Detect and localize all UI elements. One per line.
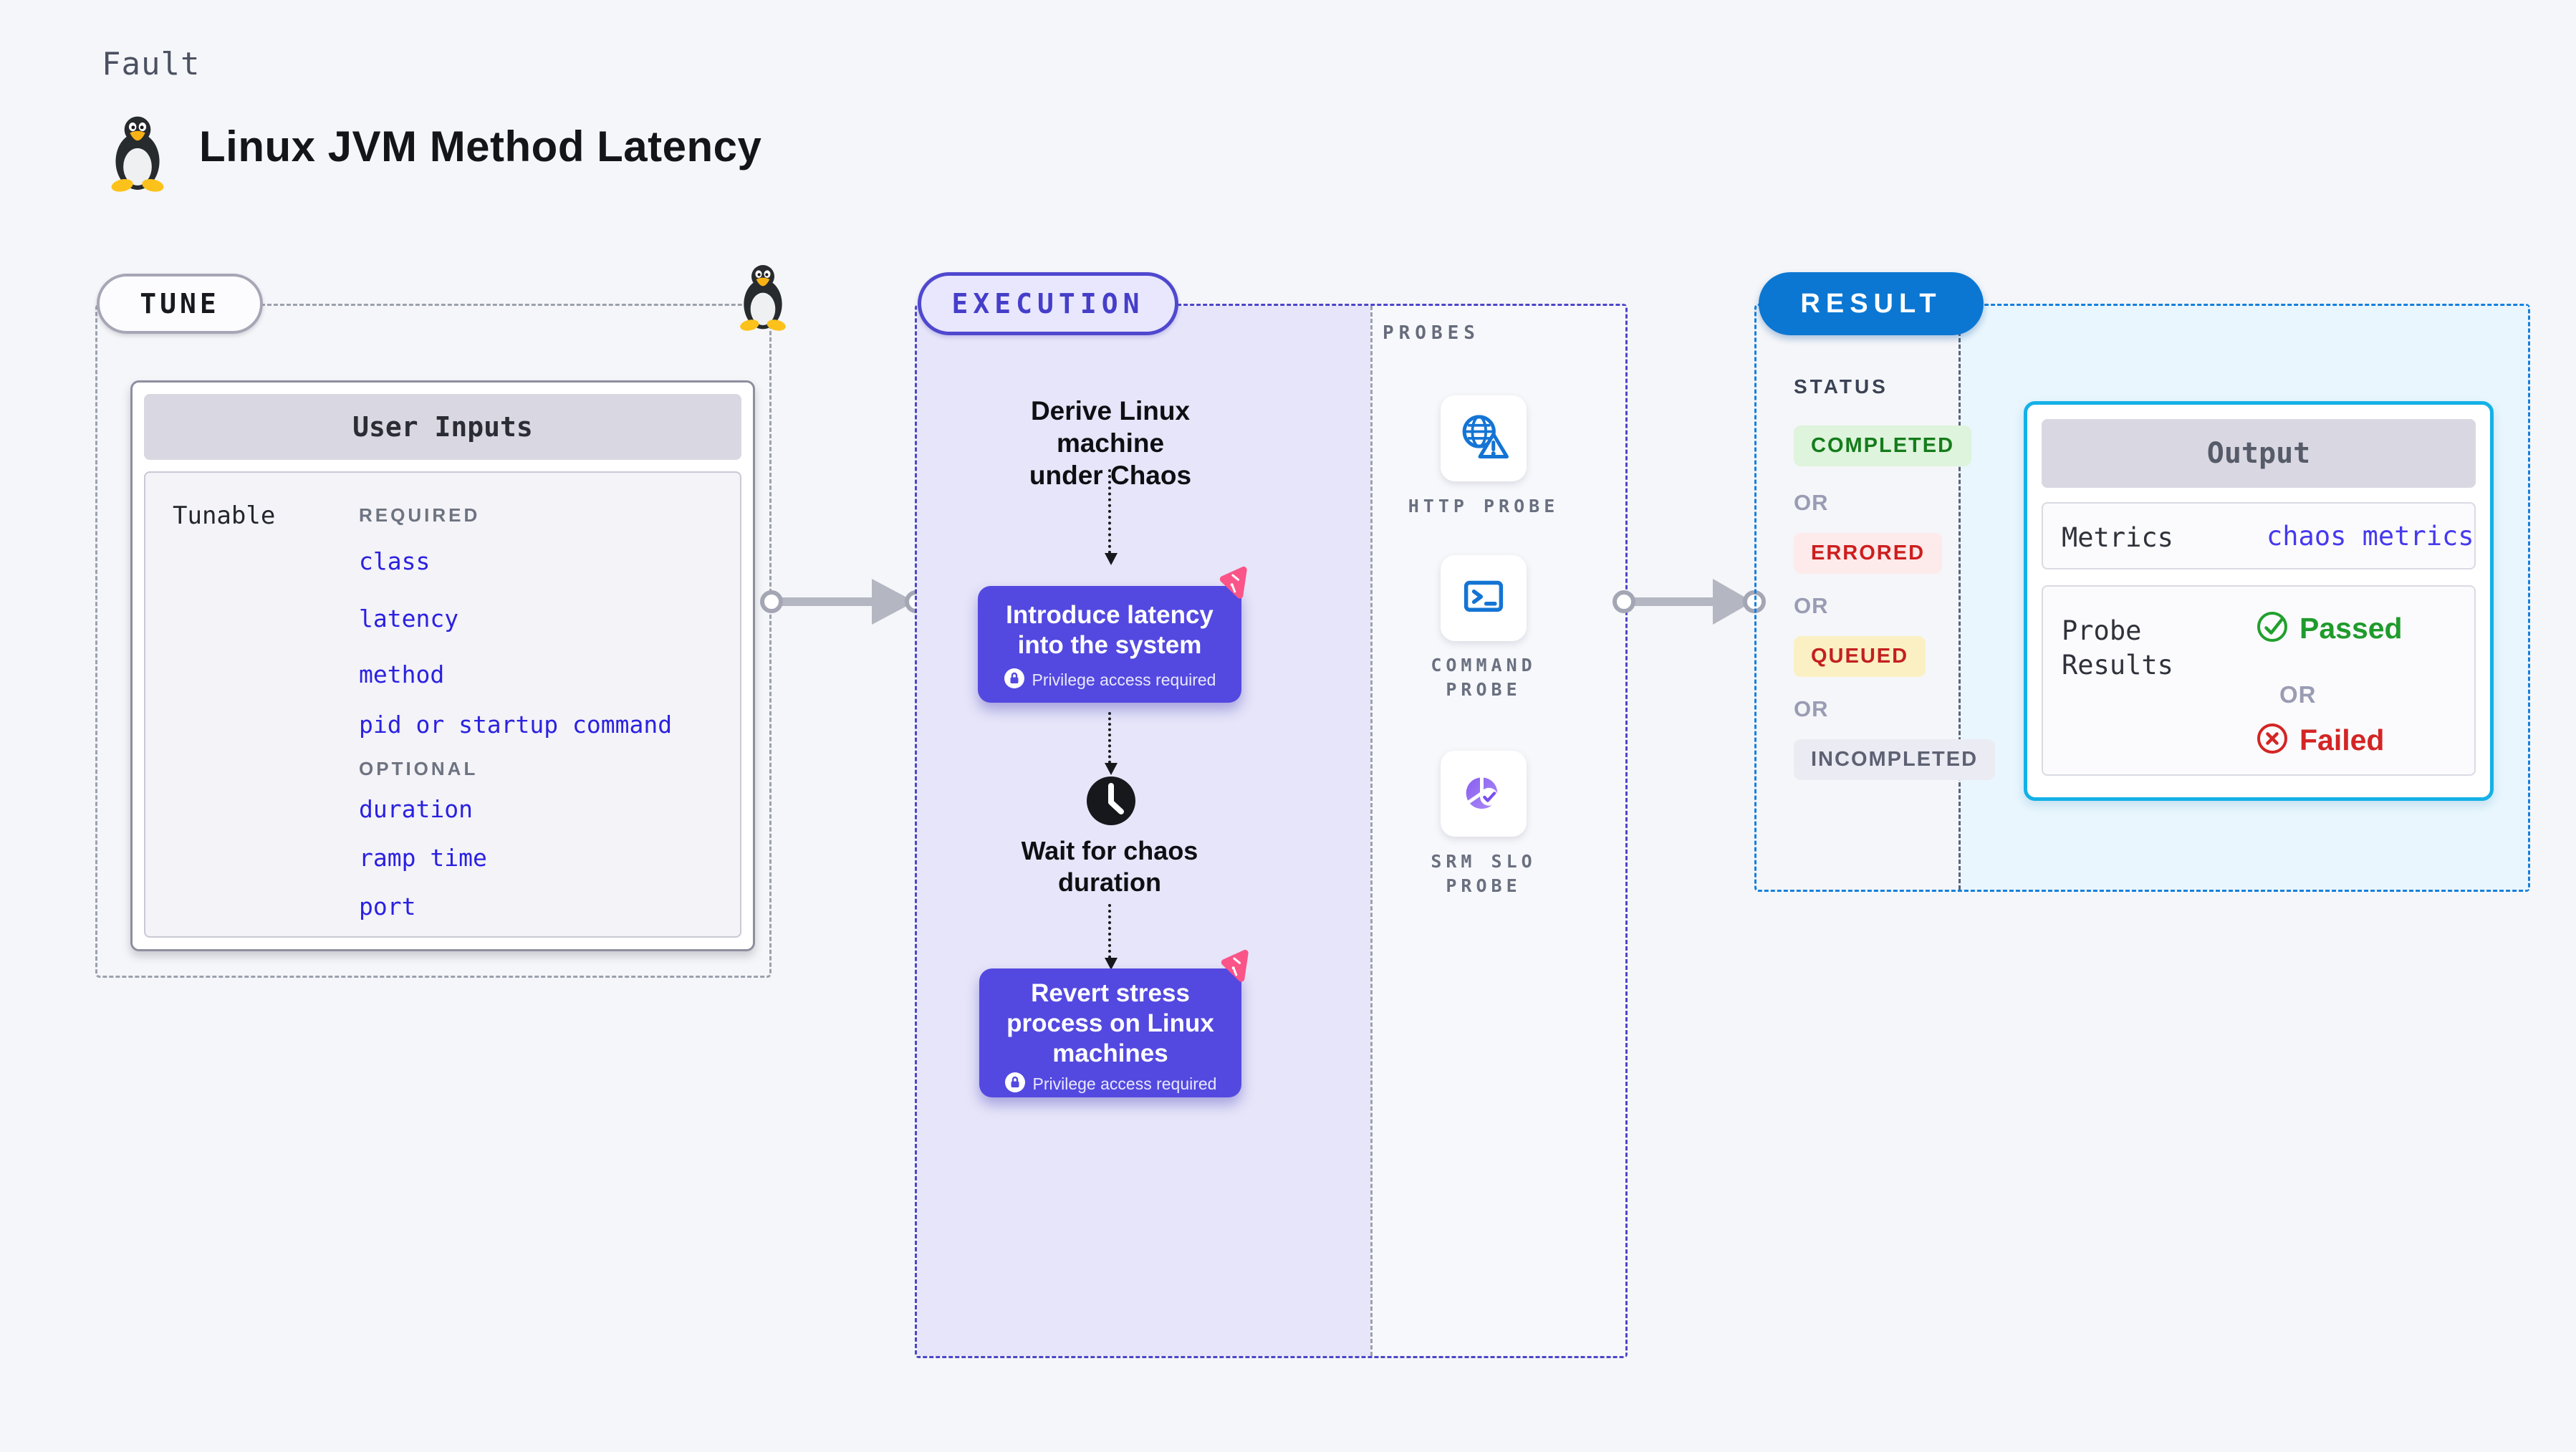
action2-line1: Revert stress xyxy=(1031,979,1190,1007)
litmus-chaos-icon xyxy=(1218,948,1252,988)
status-badge-queued: QUEUED xyxy=(1794,636,1926,677)
user-inputs-body: Tunable REQUIRED class latency method pi… xyxy=(144,471,741,938)
http-probe-label: HTTP PROBE xyxy=(1390,494,1577,519)
probe-label-line: PROBE xyxy=(1446,875,1522,896)
step-wait-line1: Wait for chaos xyxy=(1021,836,1198,865)
command-probe-label: COMMAND PROBE xyxy=(1390,653,1577,702)
probe-label-line: HTTP PROBE xyxy=(1408,496,1559,516)
execution-pill: EXECUTION xyxy=(918,272,1178,335)
terminal-icon xyxy=(1456,569,1512,628)
probe-label-line: COMMAND xyxy=(1431,655,1537,675)
user-inputs-card: User Inputs Tunable REQUIRED class laten… xyxy=(130,380,755,951)
tunable-link-latency[interactable]: latency xyxy=(359,605,459,633)
srm-slo-probe-label: SRM SLO PROBE xyxy=(1390,850,1577,898)
clock-icon xyxy=(1085,775,1137,830)
lock-icon xyxy=(1004,1072,1026,1097)
tunable-link-class[interactable]: class xyxy=(359,547,431,575)
status-badge-incompleted: INCOMPLETED xyxy=(1794,739,1996,780)
tune-section-box xyxy=(95,304,772,978)
tune-pill: TUNE xyxy=(97,274,263,334)
execution-section-box xyxy=(915,304,1628,1358)
tunable-link-duration[interactable]: duration xyxy=(359,795,473,823)
srm-slo-probe-card xyxy=(1441,751,1527,837)
status-badge-errored: ERRORED xyxy=(1794,533,1943,574)
action-revert-stress-card: Revert stress process on Linux machines … xyxy=(979,968,1241,1097)
page-title: Linux JVM Method Latency xyxy=(199,122,762,170)
probe-label-line: SRM SLO xyxy=(1431,851,1537,872)
probe-results-label: Probe Results xyxy=(2062,614,2173,683)
dotted-arrow-icon xyxy=(1105,712,1118,775)
output-card: Output Metrics chaos metrics Probe Resul… xyxy=(2024,401,2494,801)
command-probe-card xyxy=(1441,555,1527,641)
tunable-link-ramp-time[interactable]: ramp time xyxy=(359,844,487,872)
or-separator: OR xyxy=(1794,593,1829,618)
result-pill: RESULT xyxy=(1759,272,1984,335)
probe-label-line: PROBE xyxy=(1446,679,1522,700)
probe-results-line1: Probe xyxy=(2062,615,2142,646)
metrics-label: Metrics xyxy=(2062,522,2173,553)
probes-divider xyxy=(1370,306,1373,1356)
metrics-row: Metrics chaos metrics xyxy=(2042,502,2476,569)
optional-label: OPTIONAL xyxy=(359,758,479,779)
chaos-metrics-link[interactable]: chaos metrics xyxy=(2267,521,2474,552)
action2-line3: machines xyxy=(1052,1039,1168,1067)
flow-arrow-icon xyxy=(1613,579,1766,625)
action1-line1: Introduce latency xyxy=(1006,601,1213,629)
execution-flow-background xyxy=(917,306,1370,1356)
tunable-link-method[interactable]: method xyxy=(359,660,445,688)
privilege-badge-text: Privilege access required xyxy=(1032,1074,1217,1093)
tunable-row-label: Tunable xyxy=(173,501,276,530)
action1-line2: into the system xyxy=(1017,631,1202,659)
action-introduce-latency-card: Introduce latency into the system Privil… xyxy=(978,586,1241,703)
status-label: STATUS xyxy=(1794,375,1888,398)
lock-icon xyxy=(1004,668,1025,693)
output-header: Output xyxy=(2042,419,2476,488)
or-separator: OR xyxy=(1794,696,1829,721)
x-circle-icon xyxy=(2255,721,2289,759)
required-label: REQUIRED xyxy=(359,504,481,526)
status-badge-completed: COMPLETED xyxy=(1794,425,1972,466)
tunable-link-port[interactable]: port xyxy=(359,893,416,920)
dotted-arrow-icon xyxy=(1105,904,1118,970)
privilege-badge-text: Privilege access required xyxy=(1032,670,1216,689)
tux-penguin-icon xyxy=(105,113,170,192)
or-separator: OR xyxy=(2279,681,2317,708)
action2-line2: process on Linux xyxy=(1006,1009,1214,1037)
probe-results-line2: Results xyxy=(2062,650,2173,681)
slo-pie-check-icon xyxy=(1455,764,1512,824)
http-probe-card xyxy=(1441,395,1527,481)
fault-eyebrow: Fault xyxy=(102,46,201,82)
litmus-chaos-icon xyxy=(1216,565,1251,605)
passed-text: Passed xyxy=(2299,612,2403,645)
or-separator: OR xyxy=(1794,490,1829,515)
user-inputs-header: User Inputs xyxy=(144,394,741,460)
step-derive-line1: Derive Linux machine xyxy=(1030,396,1191,458)
probe-results-row: Probe Results Passed OR xyxy=(2042,585,2476,776)
step-wait-duration: Wait for chaos duration xyxy=(1002,835,1217,898)
failed-text: Failed xyxy=(2299,723,2385,756)
tunable-link-pid-or-startup-command[interactable]: pid or startup command xyxy=(359,711,673,739)
tux-penguin-icon xyxy=(734,262,792,331)
dotted-arrow-icon xyxy=(1105,469,1118,565)
probes-label: PROBES xyxy=(1383,322,1480,344)
step-wait-line2: duration xyxy=(1058,867,1161,897)
globe-alert-icon xyxy=(1455,408,1512,469)
flow-arrow-icon xyxy=(760,579,928,625)
check-circle-icon xyxy=(2255,610,2289,648)
